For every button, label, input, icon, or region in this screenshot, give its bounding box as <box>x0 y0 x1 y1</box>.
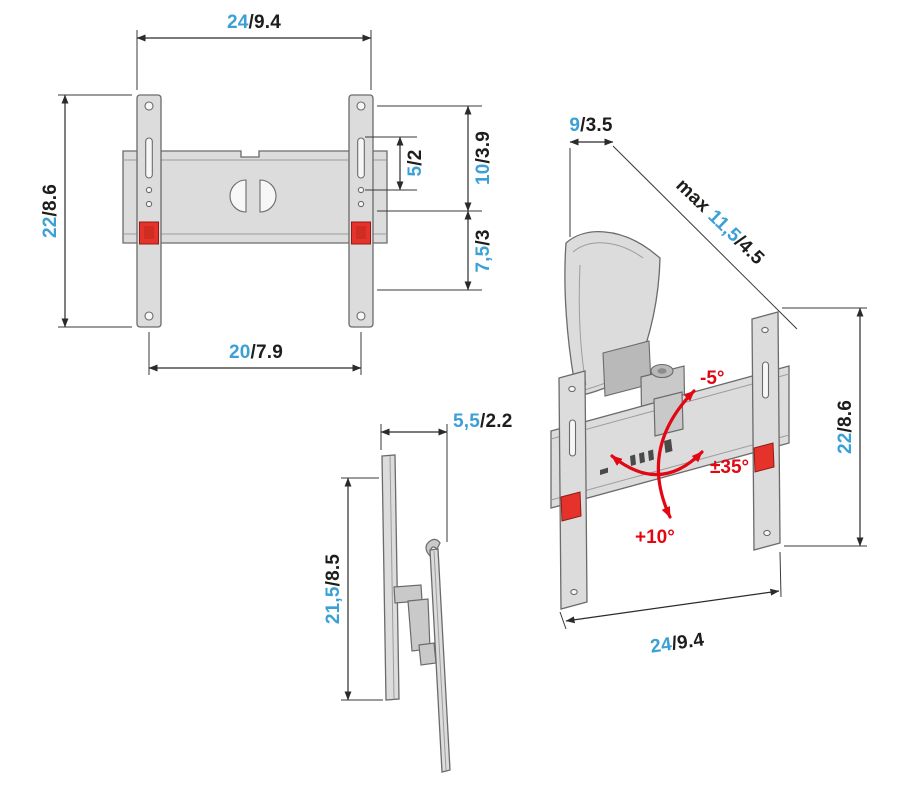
left-red-clip-inner <box>144 226 154 239</box>
left-d-hole <box>229 179 247 213</box>
right-rail-bottom-hole <box>763 529 771 537</box>
perspective-depth-label: 9/3.5 <box>569 115 613 136</box>
swivel-arrow <box>610 450 704 477</box>
left-rail-slot <box>145 137 153 179</box>
side-depth-label: 5,5/2.2 <box>453 411 513 432</box>
left-rail-top-hole <box>144 101 154 111</box>
front-lower-span-label: 7,5/3 <box>473 229 494 272</box>
left-rail-slot <box>568 419 577 457</box>
front-slot-pitch-label: 5/2 <box>405 149 426 176</box>
metric-value: 20 <box>229 342 251 363</box>
metric-value: 5 <box>405 166 426 177</box>
metric-value: 21,5 <box>323 586 344 624</box>
perspective-width-dimension: 24/9.4 <box>559 551 782 658</box>
metric-value: 7,5 <box>473 245 494 272</box>
side-depth-dimension: 5,5/2.2 <box>380 411 513 542</box>
plate-arrow-mark <box>600 467 608 475</box>
right-rail-slot <box>357 137 365 179</box>
left-rail-small-hole-2 <box>145 200 153 208</box>
right-d-hole <box>259 179 277 213</box>
right-rail-body <box>348 94 374 328</box>
right-rail-small-hole-2 <box>357 200 365 208</box>
front-width-dimension: 24/9.4 <box>136 12 372 90</box>
front-hole-span-dimension: 20/7.9 <box>148 332 362 375</box>
left-rail-top-hole <box>568 385 576 393</box>
left-rail-body <box>136 94 162 328</box>
left-rail-bottom-hole <box>570 588 578 596</box>
right-rail-top-hole <box>761 326 769 334</box>
side-height-label: 21,5/8.5 <box>323 554 344 625</box>
side-view: 5,5/2.2 21,5/8.5 <box>323 411 513 773</box>
metric-value: 9 <box>569 115 580 136</box>
tilt-arrow <box>656 389 696 519</box>
perspective-view: -5° ±35° +10° 9/3.5 max11,5/4.5 22/8.6 2… <box>550 115 867 658</box>
metric-value: 22 <box>835 432 856 454</box>
plate-slot-mark <box>630 454 636 466</box>
plate-slot-mark <box>639 452 645 464</box>
right-rail-top-hole <box>356 101 366 111</box>
front-height-label: 22/8.6 <box>40 184 61 238</box>
imperial-value: /2 <box>405 149 426 165</box>
left-rail-small-hole-1 <box>145 186 153 194</box>
imperial-value: /2.2 <box>480 411 513 432</box>
front-right-dimensions: 5/2 10/3.9 7,5/3 <box>365 105 494 291</box>
pivot-hinge-pin <box>657 368 667 374</box>
metric-value: 5,5 <box>453 411 480 432</box>
right-rail-bottom-hole <box>356 311 366 321</box>
right-rail <box>348 94 374 328</box>
imperial-value: /3.5 <box>580 115 613 136</box>
swivel-label: ±35° <box>710 457 749 478</box>
perspective-left-rail <box>558 370 588 610</box>
right-rail-slot <box>761 361 770 399</box>
left-rail-body <box>558 370 588 610</box>
front-hole-span-label: 20/7.9 <box>229 342 283 363</box>
extension-line <box>559 611 567 630</box>
metric-value: 22 <box>40 216 61 238</box>
imperial-value: /9.4 <box>670 629 705 654</box>
extension-line <box>779 551 782 598</box>
perspective-right-rail <box>751 311 781 551</box>
wall-plate-side <box>381 454 400 701</box>
plate-slot-mark <box>648 449 654 461</box>
metric-value: 24 <box>227 12 249 33</box>
tv-plate-crease <box>433 550 447 771</box>
arm-lower-block <box>418 642 437 666</box>
wall-plate-crease <box>389 455 395 700</box>
metric-value: 10 <box>473 163 494 185</box>
max-depth-leader-line <box>612 145 798 330</box>
right-rail-small-hole-1 <box>357 186 365 194</box>
imperial-value: /3.9 <box>473 131 494 164</box>
imperial-value: /3 <box>473 229 494 245</box>
tv-plate-curve-line <box>572 242 644 259</box>
max-depth-label: max11,5/4.5 <box>672 175 769 269</box>
left-red-clip <box>560 491 582 522</box>
left-rail-bottom-hole <box>144 311 154 321</box>
imperial-value: /7.9 <box>251 342 284 363</box>
wall-plate-front <box>122 150 388 244</box>
plate-slot-mark <box>664 439 673 453</box>
tilt-up-label: -5° <box>700 368 725 389</box>
perspective-height-dimension: 22/8.6 <box>782 307 867 547</box>
perspective-height-label: 22/8.6 <box>835 400 856 454</box>
imperial-value: /9.4 <box>249 12 282 33</box>
arm-middle-block <box>407 598 431 652</box>
right-red-clip-inner <box>356 226 366 239</box>
tilt-down-label: +10° <box>635 527 675 548</box>
imperial-value: /8.6 <box>40 184 61 217</box>
dimension-line <box>565 588 780 624</box>
front-width-label: 24/9.4 <box>227 12 281 33</box>
front-height-dimension: 22/8.6 <box>40 94 132 328</box>
imperial-value: /8.6 <box>835 400 856 433</box>
front-upper-span-label: 10/3.9 <box>473 131 494 185</box>
front-view: 24/9.4 22/8.6 5/2 10/3.9 7,5/3 <box>40 12 494 375</box>
right-red-clip <box>753 442 775 473</box>
left-rail <box>136 94 162 328</box>
imperial-value: /8.5 <box>323 554 344 587</box>
right-rail-body <box>751 311 781 551</box>
metric-value: 24 <box>649 634 673 658</box>
perspective-width-label: 24/9.4 <box>649 629 706 657</box>
side-height-dimension: 21,5/8.5 <box>323 477 383 701</box>
